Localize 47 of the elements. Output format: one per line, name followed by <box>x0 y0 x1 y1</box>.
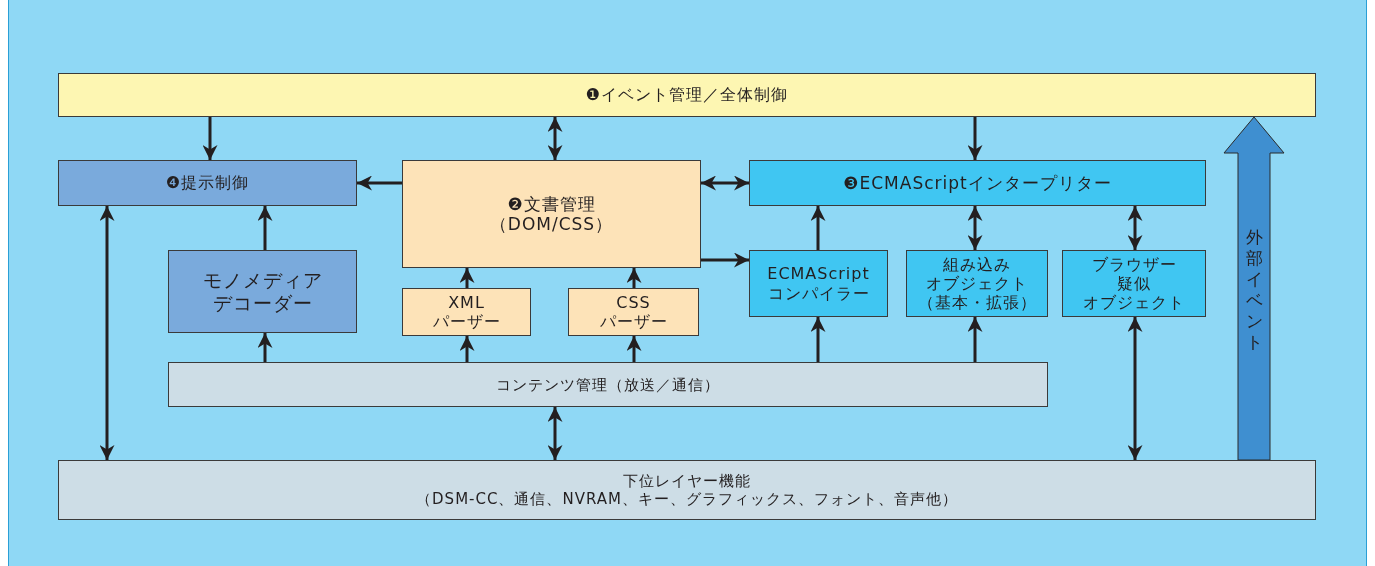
arrow <box>701 252 749 268</box>
box-title: モノメディアデコーダー <box>202 268 323 315</box>
process-box <box>749 160 1206 206</box>
arrow <box>1127 206 1143 250</box>
process-box <box>402 288 531 336</box>
process-box <box>749 250 888 317</box>
arrow <box>99 206 115 460</box>
box-title: ❷文書管理 <box>507 193 596 214</box>
process-box <box>906 250 1048 317</box>
arrow <box>357 175 402 191</box>
edge-label: 外部イベント <box>1243 227 1265 353</box>
process-box <box>168 362 1048 407</box>
arrow <box>547 117 563 160</box>
arrow <box>257 206 273 250</box>
box-title: ❹提示制御 <box>165 173 250 193</box>
box-subtitle: （DSM-CC、通信、NVRAM、キー、グラフィックス、フォント、音声他） <box>416 490 958 508</box>
box-title: ❶イベント管理／全体制御 <box>585 85 789 105</box>
arrow <box>459 268 475 288</box>
process-box <box>402 160 701 268</box>
arrow <box>202 117 218 160</box>
box-title: ❸ECMAScriptインタープリター <box>843 172 1112 194</box>
arrow <box>967 206 983 250</box>
arrow <box>701 175 749 191</box>
box-title: ECMAScriptコンパイラー <box>767 264 870 303</box>
process-box <box>568 288 699 336</box>
arrow <box>810 317 826 362</box>
box-title: ブラウザー疑似オブジェクト <box>1083 254 1185 313</box>
box-subtitle: （DOM/CSS） <box>489 214 614 235</box>
process-box <box>168 250 357 333</box>
arrow <box>810 206 826 250</box>
arrow <box>626 336 642 362</box>
arrow <box>626 268 642 288</box>
arrow <box>257 333 273 362</box>
arrow <box>1127 317 1143 460</box>
box-title: XMLパーザー <box>432 292 501 332</box>
box-title: 組み込みオブジェクト（基本・拡張） <box>917 254 1037 313</box>
title-bar <box>58 73 1316 117</box>
process-box <box>1062 250 1206 317</box>
process-box <box>58 460 1316 520</box>
arrow <box>967 117 983 160</box>
box-title: CSSパーザー <box>599 292 668 332</box>
arrow <box>967 317 983 362</box>
arrow <box>547 407 563 460</box>
box-title: 下位レイヤー機能 <box>623 472 751 490</box>
arrow <box>459 336 475 362</box>
process-box <box>58 160 357 206</box>
box-title: コンテンツ管理（放送／通信） <box>496 375 720 394</box>
